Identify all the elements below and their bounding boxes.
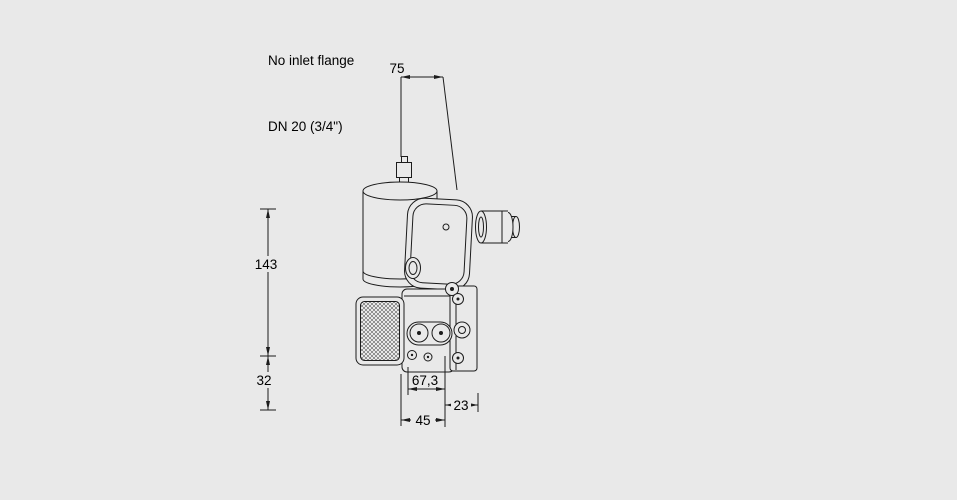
coil-part bbox=[475, 210, 520, 244]
valve-body bbox=[401, 282, 478, 373]
drawing-note: No inlet flange DN 20 (3/4") bbox=[268, 6, 354, 182]
label-mask bbox=[411, 413, 435, 427]
valve-drawing bbox=[355, 156, 520, 373]
dim-75-leader bbox=[442, 76, 458, 191]
dim-label-center-depth: 67,3 bbox=[412, 373, 438, 388]
dim-label-lower-height: 32 bbox=[256, 373, 271, 388]
actuator-port bbox=[405, 257, 421, 279]
dimension-labels: 75 143 32 67,3 23 45 bbox=[250, 61, 471, 428]
actuator-pin bbox=[442, 223, 450, 231]
label-mask bbox=[251, 256, 281, 272]
note-line-1: No inlet flange bbox=[268, 53, 355, 68]
dim-label-base-offset: 45 bbox=[415, 413, 430, 428]
top-connector bbox=[396, 156, 412, 186]
inlet-mesh-flange bbox=[355, 296, 405, 366]
dim-label-body-height: 143 bbox=[255, 257, 278, 272]
dim-label-outlet-offset: 23 bbox=[453, 398, 468, 413]
dim-label-top-width: 75 bbox=[389, 61, 404, 76]
note-line-2: DN 20 (3/4") bbox=[268, 119, 343, 134]
label-mask bbox=[250, 372, 277, 388]
label-mask bbox=[451, 398, 471, 412]
actuator-port-inner bbox=[408, 261, 418, 275]
